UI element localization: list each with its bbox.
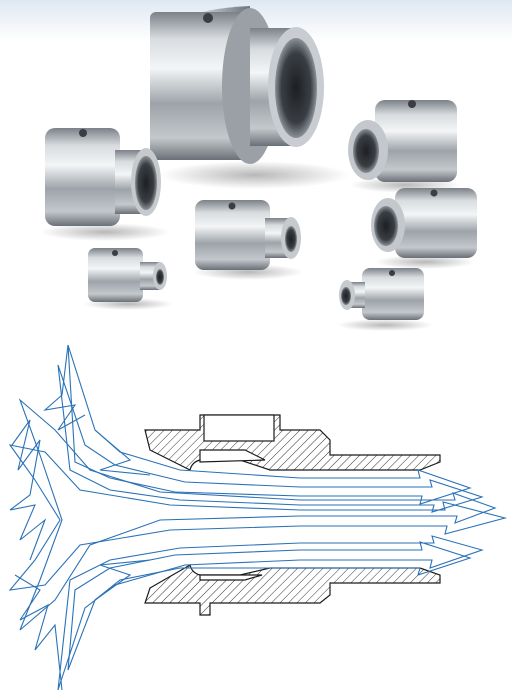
port-hole-icon [228,202,236,210]
right-middle-nozzle [371,188,477,269]
port-hole-icon [79,129,87,137]
center-nozzle [193,200,303,280]
nozzle-photo [0,0,512,345]
port-hole-icon [112,250,118,256]
airflow-lines [8,344,508,691]
airflow-diagram [8,344,508,691]
port-hole-icon [203,13,213,23]
port-hole-icon [389,270,395,276]
small-left-nozzle [83,248,173,310]
port-hole-icon [408,100,416,108]
medium-left-nozzle [40,128,170,241]
large-nozzle [150,6,350,189]
port-hole-icon [430,189,438,197]
small-right-nozzle [337,268,433,331]
nozzle-section-upper [144,414,441,471]
nozzle-section-lower [144,564,441,616]
